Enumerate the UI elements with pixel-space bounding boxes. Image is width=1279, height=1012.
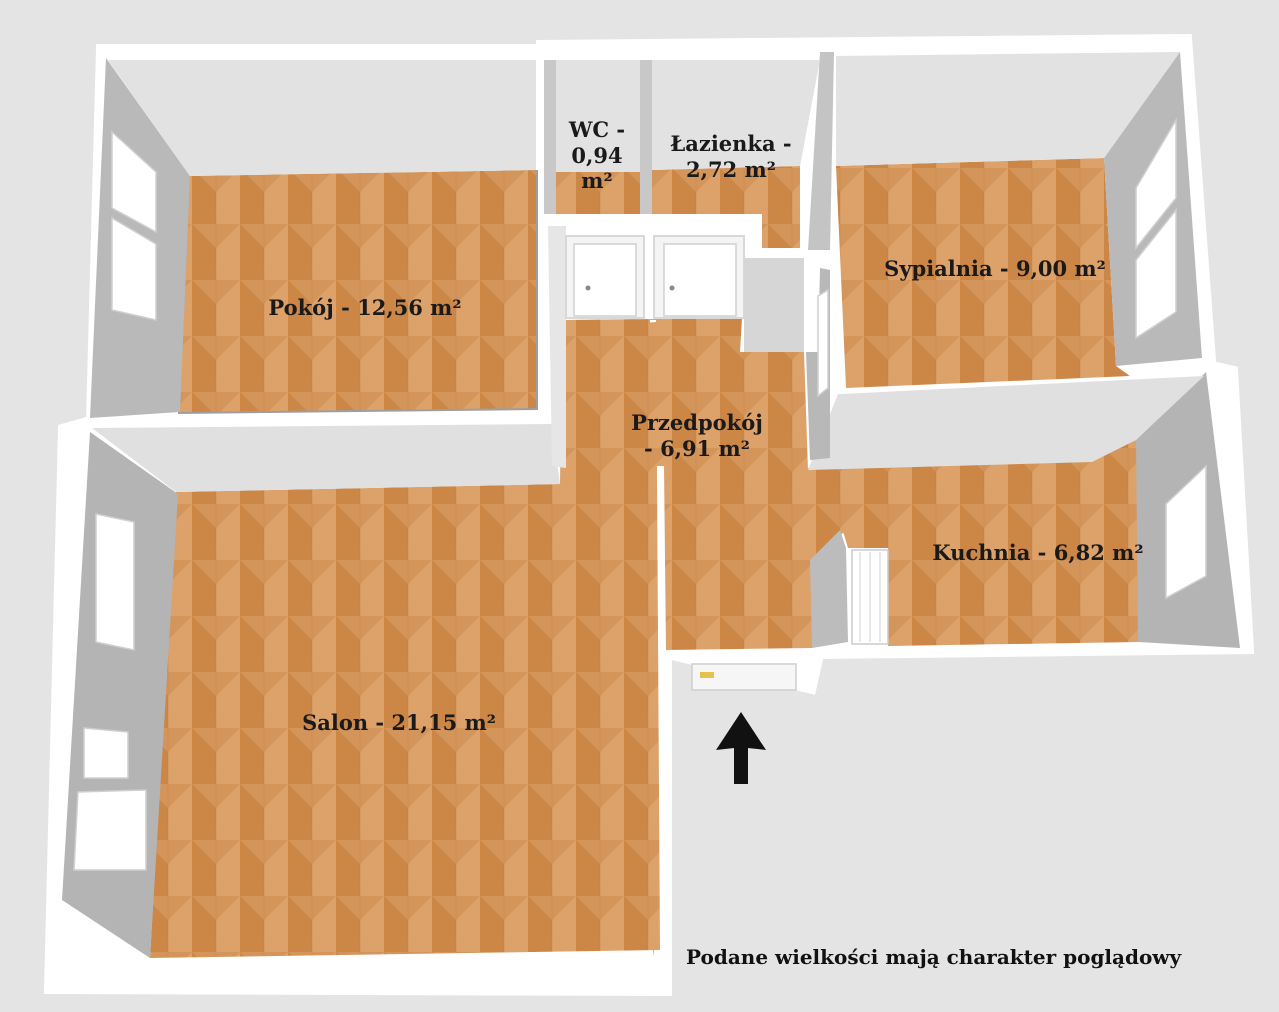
window-icon — [83, 727, 129, 779]
floor-salon — [150, 322, 660, 958]
room-label-salon: Salon - 21,15 m² — [302, 710, 496, 735]
windows — [73, 117, 1207, 871]
room-label-kuchnia: Kuchnia - 6,82 m² — [932, 540, 1144, 565]
doors — [565, 235, 889, 691]
floor-wc — [556, 172, 640, 214]
window-icon — [111, 130, 157, 234]
window-icon — [1135, 117, 1177, 251]
floor-lazienka — [652, 166, 800, 248]
room-label-przedpokoj: Przedpokój - 6,91 m² — [631, 410, 763, 461]
floor-sypialnia — [836, 158, 1130, 388]
window-icon — [1165, 464, 1207, 600]
footnote: Podane wielkości mają charakter poglądow… — [686, 945, 1182, 969]
floor-kuchnia — [808, 440, 1138, 646]
entrance-arrow-icon — [716, 712, 766, 784]
room-label-sypialnia: Sypialnia - 9,00 m² — [884, 256, 1106, 281]
room-label-wc: WC - 0,94 m² — [568, 117, 626, 194]
window-icon — [95, 513, 135, 651]
room-label-lazienka: Łazienka - 2,72 m² — [670, 131, 792, 182]
room-label-pokoj: Pokój - 12,56 m² — [268, 295, 462, 320]
room-floors — [150, 158, 1138, 958]
